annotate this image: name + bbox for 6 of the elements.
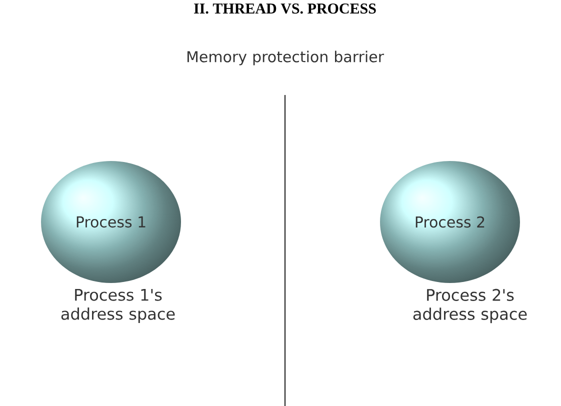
title: II. THREAD VS. PROCESS bbox=[194, 4, 376, 14]
barrier-label: Memory protection barrier bbox=[188, 50, 384, 66]
address-space-caption: Process 1's address space bbox=[61, 289, 175, 323]
process-ball: Process 2 bbox=[416, 216, 484, 228]
process-ball: Process 1 bbox=[76, 216, 146, 228]
address-space-caption: Process 2's address space bbox=[413, 288, 527, 324]
